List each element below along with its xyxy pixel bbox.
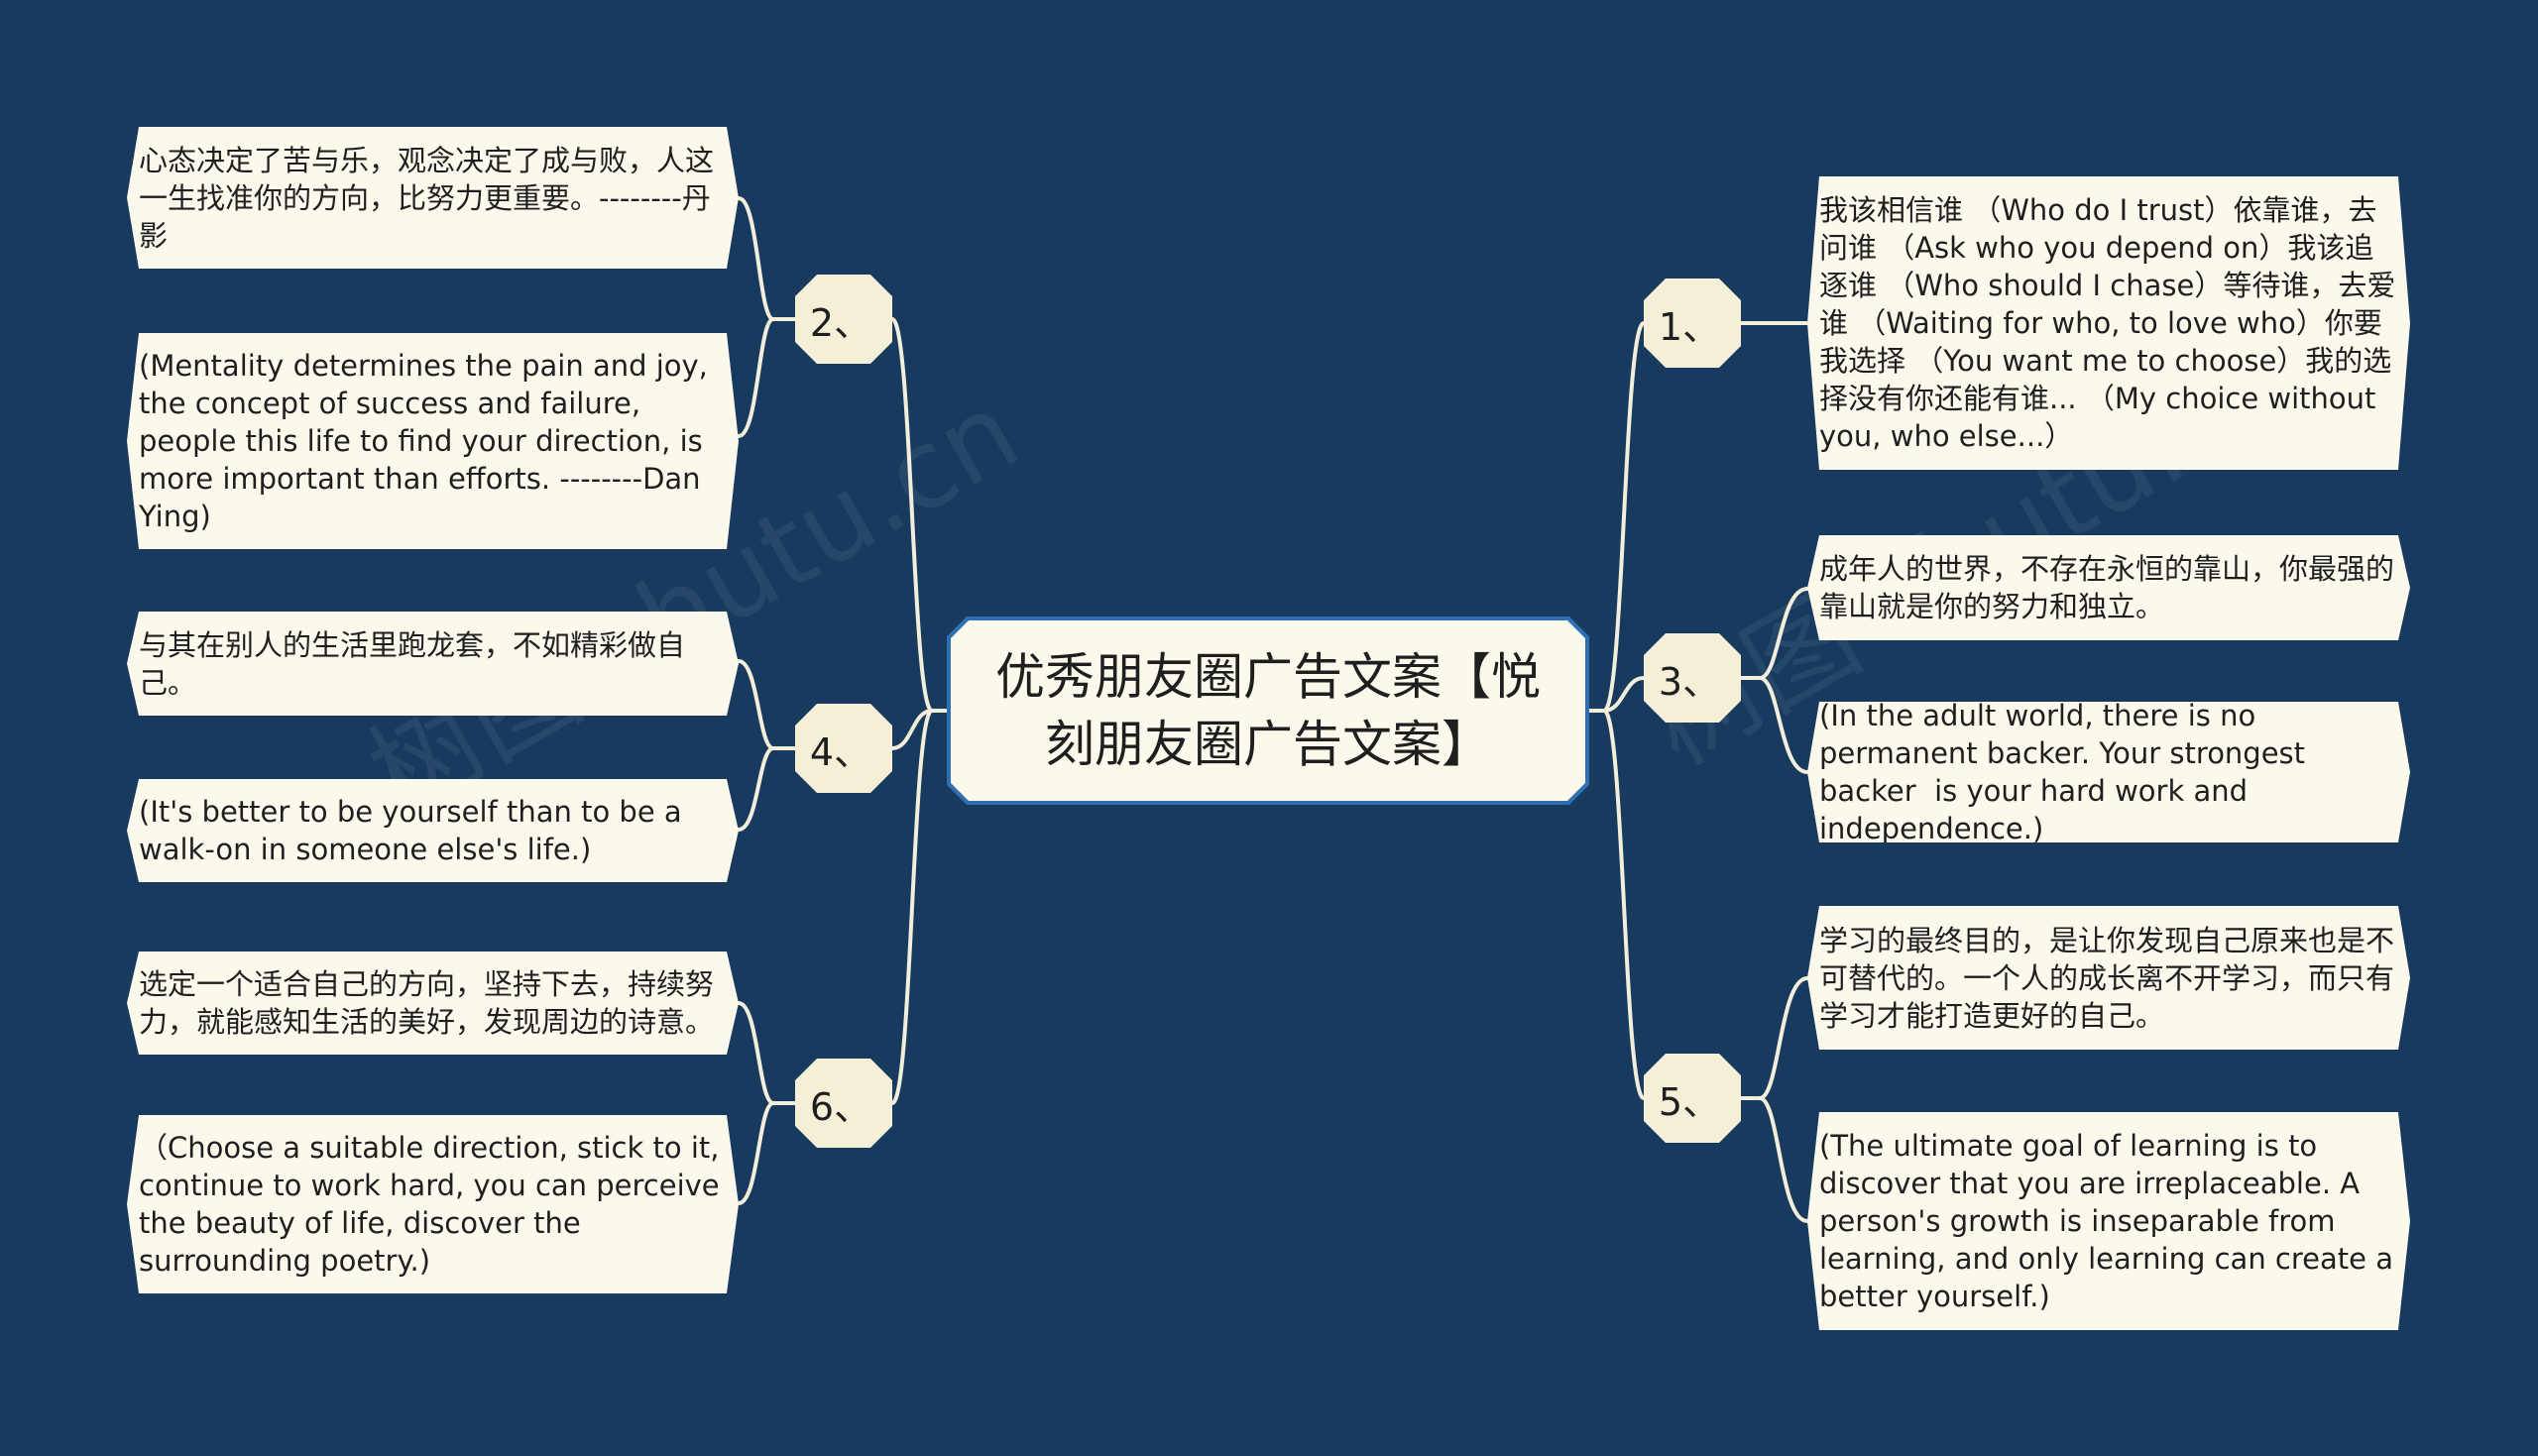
leaf-b5-chinese[interactable]: 学习的最终目的，是让你发现自己原来也是不可替代的。一个人的成长离不开学习，而只有… [1807,906,2410,1050]
connector-b3-leaf2 [1739,676,1809,774]
branch-node-2[interactable]: 2、 [795,275,892,364]
branch-node-label: 4、 [809,729,872,774]
leaf-text: 成年人的世界，不存在永恒的靠山，你最强的靠山就是你的努力和独立。 [1819,552,2395,623]
connector-b4-leaf1 [737,659,797,750]
leaf-text: （Choose a suitable direction, stick to i… [139,1131,729,1278]
connector-b2-leaf1 [737,196,797,321]
connector-center-b5 [1587,709,1646,1100]
connector-center-b3 [1587,676,1646,713]
connector-b4-leaf2 [737,746,797,832]
branch-node-label: 5、 [1658,1079,1721,1124]
central-topic[interactable]: 优秀朋友圈广告文案【悦刻朋友圈广告文案】 [947,616,1589,805]
leaf-b5-english[interactable]: (The ultimate goal of learning is to dis… [1807,1112,2410,1330]
branch-node-4[interactable]: 4、 [795,704,892,793]
connector-b6-leaf2 [737,1101,797,1205]
leaf-text: 我该相信谁 （Who do I trust）依靠谁，去问谁 （Ask who y… [1819,193,2396,453]
leaf-b6-english[interactable]: （Choose a suitable direction, stick to i… [127,1115,739,1293]
connector-b5-leaf1 [1739,976,1809,1100]
leaf-text: 学习的最终目的，是让你发现自己原来也是不可替代的。一个人的成长离不开学习，而只有… [1819,923,2395,1033]
leaf-text: (Mentality determines the pain and joy, … [139,349,718,533]
leaf-text: (In the adult world, there is no permane… [1819,699,2315,845]
leaf-b4-english[interactable]: (It's better to be yourself than to be a… [127,779,739,882]
branch-node-5[interactable]: 5、 [1644,1054,1741,1143]
branch-node-label: 2、 [809,300,872,345]
central-topic-title: 优秀朋友圈广告文案【悦刻朋友圈广告文案】 [995,648,1541,773]
branch-node-label: 3、 [1658,659,1721,704]
branch-node-1[interactable]: 1、 [1644,279,1741,368]
connector-b2-leaf2 [737,317,797,438]
branch-node-label: 1、 [1658,304,1721,349]
leaf-text: (It's better to be yourself than to be a… [139,795,691,866]
leaf-b1[interactable]: 我该相信谁 （Who do I trust）依靠谁，去问谁 （Ask who y… [1807,176,2410,470]
connector-center-b6 [890,709,949,1105]
branch-node-3[interactable]: 3、 [1644,633,1741,723]
leaf-text: 与其在别人的生活里跑龙套，不如精彩做自己。 [139,627,686,700]
leaf-b3-english[interactable]: (In the adult world, there is no permane… [1807,702,2410,842]
connector-b3-leaf1 [1739,587,1809,680]
leaf-text: 选定一个适合自己的方向，坚持下去，持续努力，就能感知生活的美好，发现周边的诗意。 [139,967,715,1039]
leaf-b2-chinese[interactable]: 心态决定了苦与乐，观念决定了成与败，人这一生找准你的方向，比努力更重要。----… [127,127,739,269]
leaf-b4-chinese[interactable]: 与其在别人的生活里跑龙套，不如精彩做自己。 [127,612,739,716]
connector-b5-leaf2 [1739,1096,1809,1223]
connector-center-b4 [890,709,949,750]
leaf-text: (The ultimate goal of learning is to dis… [1819,1129,2403,1313]
branch-node-label: 6、 [809,1084,872,1129]
connector-center-b2 [890,317,949,713]
connector-center-b1 [1587,321,1646,713]
leaf-text: 心态决定了苦与乐，观念决定了成与败，人这一生找准你的方向，比努力更重要。----… [139,143,715,253]
leaf-b6-chinese[interactable]: 选定一个适合自己的方向，坚持下去，持续努力，就能感知生活的美好，发现周边的诗意。 [127,952,739,1055]
leaf-b3-chinese[interactable]: 成年人的世界，不存在永恒的靠山，你最强的靠山就是你的努力和独立。 [1807,535,2410,640]
leaf-b2-english[interactable]: (Mentality determines the pain and joy, … [127,333,739,549]
connector-b6-leaf1 [737,1001,797,1105]
branch-node-6[interactable]: 6、 [795,1059,892,1148]
